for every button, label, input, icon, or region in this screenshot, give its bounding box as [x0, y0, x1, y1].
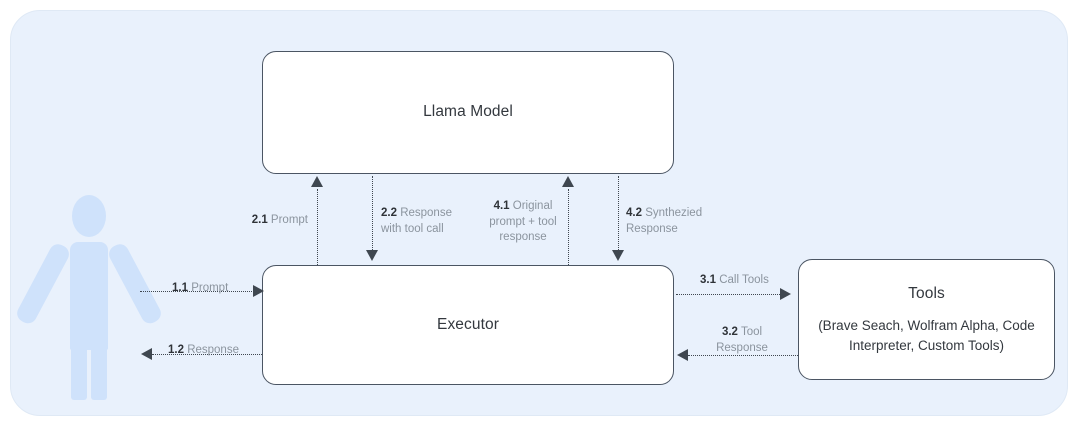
node-executor-title: Executor: [437, 315, 499, 333]
edge-4-2-arrowhead: [612, 250, 624, 261]
edge-1-1-text: Prompt: [188, 282, 229, 294]
node-llama-model[interactable]: Llama Model: [262, 51, 674, 174]
edge-1-1-arrowhead: [253, 285, 264, 297]
edge-2-2-line: [372, 176, 373, 250]
node-executor[interactable]: Executor: [262, 265, 674, 385]
edge-3-2-arrowhead: [677, 349, 688, 361]
edge-3-2-text: Tool Response: [716, 326, 768, 354]
edge-4-2-number: 4.2: [626, 207, 642, 219]
user-person-icon: [14, 195, 164, 400]
person-head: [72, 195, 106, 237]
edge-1-1-label: 1.1 Prompt: [172, 281, 228, 297]
edge-4-2-label: 4.2 Synthezied Response: [626, 206, 718, 237]
node-tools-title: Tools: [908, 284, 945, 302]
edge-2-2-text: Response with tool call: [381, 207, 452, 235]
edge-4-1-arrowhead: [562, 176, 574, 187]
edge-1-2-label: 1.2 Response: [168, 343, 239, 359]
edge-4-1-line: [568, 189, 569, 265]
edge-4-1-label: 4.1 Original prompt + tool response: [482, 199, 564, 246]
edge-2-2-arrowhead: [366, 250, 378, 261]
edge-2-1-label: 2.1 Prompt: [228, 213, 308, 229]
edge-2-1-arrowhead: [311, 176, 323, 187]
node-tools-subtitle: (Brave Seach, Wolfram Alpha, Code Interp…: [818, 318, 1035, 353]
edge-1-1-line: [140, 291, 256, 292]
person-leg-right: [91, 333, 107, 400]
person-torso: [70, 242, 108, 350]
edge-2-2-label: 2.2 Response with tool call: [381, 206, 479, 237]
edge-2-2-number: 2.2: [381, 207, 397, 219]
edge-4-1-number: 4.1: [493, 200, 510, 212]
edge-1-2-number: 1.2: [168, 344, 184, 356]
edge-4-2-line: [618, 176, 619, 250]
node-llama-model-title: Llama Model: [423, 103, 513, 121]
edge-3-1-label: 3.1 Call Tools: [700, 273, 769, 289]
edge-2-1-line: [317, 189, 318, 265]
edge-3-2-number: 3.2: [721, 326, 738, 338]
edge-3-1-arrowhead: [780, 288, 791, 300]
edge-2-1-number: 2.1: [251, 214, 268, 226]
edge-2-1-text: Prompt: [267, 214, 308, 226]
edge-3-1-number: 3.1: [700, 274, 716, 286]
edge-3-1-line: [676, 294, 782, 295]
edge-1-1-number: 1.1: [172, 282, 188, 294]
edge-1-2-line: [152, 354, 262, 355]
edge-1-2-text: Response: [184, 344, 239, 356]
node-tools[interactable]: Tools (Brave Seach, Wolfram Alpha, Code …: [798, 259, 1055, 380]
edge-3-1-text: Call Tools: [716, 274, 769, 286]
person-leg-left: [71, 333, 87, 400]
edge-1-2-arrowhead: [141, 348, 152, 360]
edge-3-2-line: [688, 355, 798, 356]
edge-3-2-label: 3.2 Tool Response: [698, 325, 786, 356]
edge-4-1-text: Original prompt + tool response: [489, 200, 557, 244]
edge-4-2-text: Synthezied Response: [626, 207, 703, 235]
